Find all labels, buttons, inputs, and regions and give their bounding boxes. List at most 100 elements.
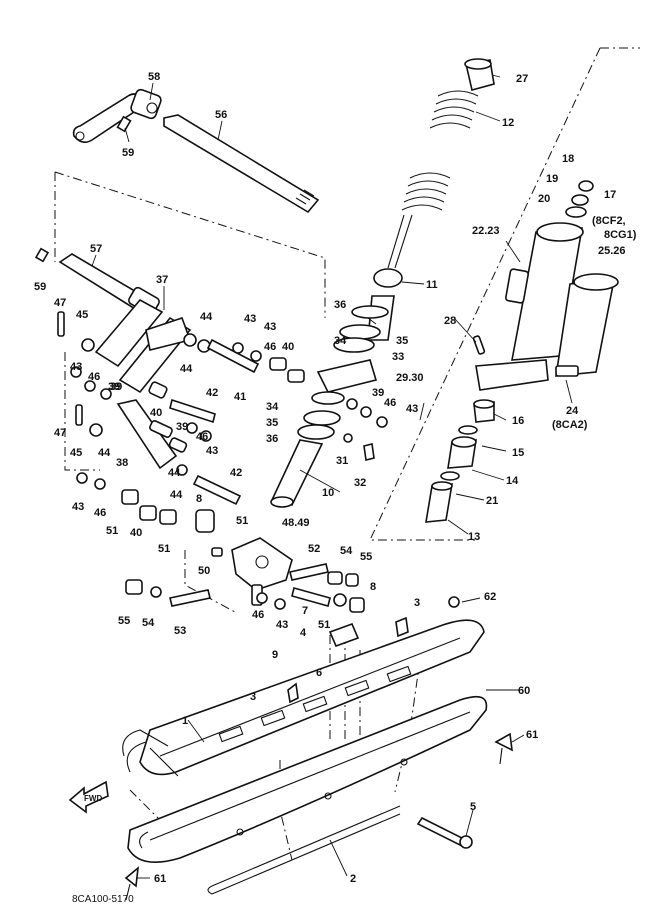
callout: 20 — [538, 193, 550, 205]
callout: 11 — [426, 279, 438, 291]
callout: 32 — [354, 477, 366, 489]
callout: 45 — [70, 447, 82, 459]
callout: 27 — [516, 73, 528, 85]
callout: 59 — [122, 147, 134, 159]
callout: 44 — [180, 363, 193, 375]
callout: 8 — [370, 581, 376, 593]
ski-frame — [122, 616, 485, 777]
callout: 43 — [406, 403, 418, 415]
callout: 46 — [384, 397, 396, 409]
callout: 46 — [196, 431, 208, 443]
callout: 52 — [308, 543, 320, 555]
spindle-pivot — [125, 509, 365, 648]
callout: 35 — [396, 335, 408, 347]
callout: 37 — [156, 274, 168, 286]
callout: 38 — [116, 457, 128, 469]
callout: 6 — [316, 667, 322, 679]
callout: 43 — [72, 501, 84, 513]
forward-arrow-icon: FWD — [68, 780, 109, 814]
wear-bar — [124, 732, 513, 901]
callout: 51 — [106, 525, 118, 537]
callout: 55 — [360, 551, 372, 563]
callout: 53 — [174, 625, 186, 637]
callout: (8CF2, — [592, 215, 626, 227]
callout: 36 — [334, 299, 346, 311]
callout: 18 — [562, 153, 574, 165]
callout: 24 — [566, 405, 579, 417]
link-arm-assembly — [57, 298, 305, 525]
callout: 19 — [546, 173, 558, 185]
callout: 46 — [94, 507, 106, 519]
callout: 10 — [322, 487, 334, 499]
callout: 44 — [98, 447, 111, 459]
callout: 43 — [244, 313, 256, 325]
callout: 1 — [182, 715, 188, 727]
callout: 39 — [176, 421, 188, 433]
callout: 51 — [236, 515, 248, 527]
callout: 39 — [372, 387, 384, 399]
callout: 46 — [252, 609, 264, 621]
callout-labels: 58 56 59 57 59 37 47 45 43 46 39 44 43 4… — [34, 71, 637, 885]
shock-cover-assembly — [472, 180, 619, 391]
callout: 17 — [604, 189, 616, 201]
callout: 51 — [318, 619, 330, 631]
callout: 34 — [334, 335, 347, 347]
callout: 34 — [266, 401, 279, 413]
callout: 62 — [484, 591, 496, 603]
callout: 54 — [142, 617, 155, 629]
steering-arm-assembly — [72, 88, 320, 214]
callout: 47 — [54, 297, 66, 309]
callout: 33 — [392, 351, 404, 363]
bushing-stack — [425, 399, 495, 523]
callout: 42 — [206, 387, 218, 399]
forward-label: FWD — [84, 794, 102, 803]
callout: (8CA2) — [552, 419, 588, 431]
callout: 40 — [282, 341, 294, 353]
group-boundaries — [54, 47, 640, 861]
callout: 8 — [196, 493, 202, 505]
callout: 41 — [234, 391, 246, 403]
callout: 22.23 — [472, 225, 500, 237]
callout: 44 — [170, 489, 183, 501]
callout: 43 — [206, 445, 218, 457]
callout: 58 — [148, 71, 160, 83]
callout: 4 — [300, 627, 307, 639]
shock-strut — [270, 58, 495, 508]
callout: 57 — [90, 243, 102, 255]
callout: 31 — [336, 455, 348, 467]
callout: 44 — [168, 467, 181, 479]
callout: 59 — [34, 281, 46, 293]
callout: 25.26 — [598, 245, 626, 257]
callout: 39 — [108, 381, 120, 393]
callout: 45 — [76, 309, 88, 321]
callout: 35 — [266, 417, 278, 429]
callout: 43 — [276, 619, 288, 631]
callout: 39 — [110, 381, 122, 393]
diagram-code: 8CA100-5170 — [72, 894, 134, 905]
callout: 43 — [70, 361, 82, 373]
callout: 13 — [468, 531, 480, 543]
callout: 61 — [154, 873, 166, 885]
callout: 48.49 — [282, 517, 310, 529]
leader-lines — [91, 74, 573, 879]
callout: 5 — [470, 801, 476, 813]
callout: 2 — [350, 873, 356, 885]
callout: 16 — [512, 415, 524, 427]
callout: 44 — [200, 311, 213, 323]
ski — [127, 596, 488, 864]
callout: 51 — [158, 543, 170, 555]
callout: 47 — [54, 427, 66, 439]
callout: 3 — [250, 691, 256, 703]
callout: 29.30 — [396, 372, 424, 384]
callout: 36 — [266, 433, 278, 445]
callout: 56 — [215, 109, 227, 121]
callout: 8CG1) — [604, 229, 637, 241]
callout: 14 — [506, 475, 519, 487]
callout: 42 — [230, 467, 242, 479]
callout: 50 — [198, 565, 210, 577]
callout: 28 — [444, 315, 456, 327]
callout: 40 — [130, 527, 142, 539]
callout: 46 — [88, 371, 100, 383]
callout: 3 — [414, 597, 420, 609]
